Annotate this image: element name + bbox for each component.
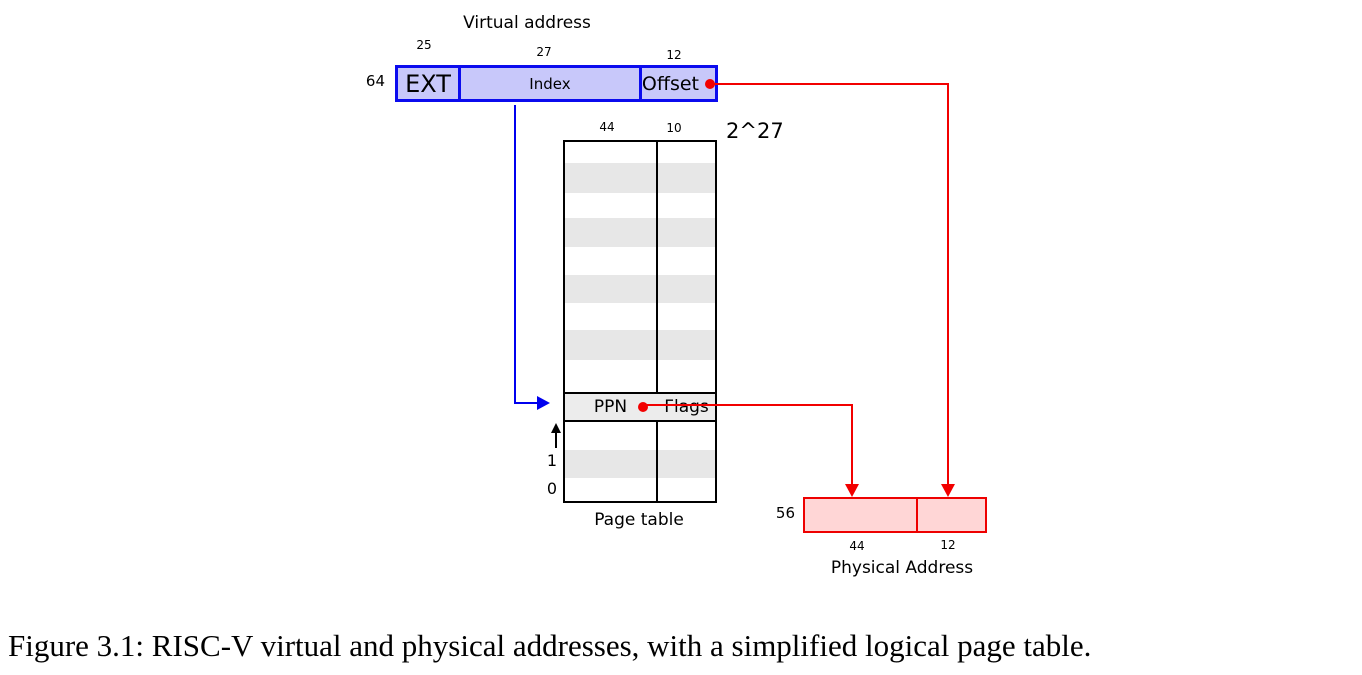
- pt-flags-bits-label: 10: [666, 121, 682, 135]
- ppn-label: PPN: [593, 397, 628, 417]
- page-table-row: [565, 450, 715, 478]
- index-to-entry-arrowhead: [537, 396, 550, 410]
- page-table-row: [565, 163, 715, 193]
- ppn-dot: [638, 402, 648, 412]
- page-table-row: [565, 275, 715, 303]
- va-index-bits-label: 27: [536, 45, 552, 59]
- offset-to-pa-arrowhead: [941, 484, 955, 497]
- page-table-column-divider: [656, 142, 658, 501]
- va-offset-bits-label: 12: [666, 48, 682, 62]
- pa-total-bits-label: 56: [775, 504, 795, 522]
- page-table-row: [565, 247, 715, 275]
- page-table-row: [565, 330, 715, 360]
- pt-index-label-1: 1: [546, 451, 557, 470]
- ppn-to-pa-arrowhead: [845, 484, 859, 497]
- ppn-to-pa-line-h: [647, 404, 853, 406]
- physical-address-title: Physical Address: [830, 558, 974, 578]
- offset-to-pa-line-h: [714, 83, 949, 85]
- page-table-row: [565, 303, 715, 330]
- page-table-row: [565, 360, 715, 392]
- pt-entry-count-label: 2^27: [726, 119, 784, 143]
- page-table: PPN Flags: [563, 140, 717, 503]
- index-to-entry-line-h: [514, 402, 538, 404]
- page-table-row: [565, 422, 715, 450]
- pa-field-ppn: [805, 499, 918, 531]
- pa-ppn-bits-label: 44: [849, 539, 865, 553]
- physical-address-box: [803, 497, 987, 533]
- page-table-row: [565, 478, 715, 501]
- page-table-row: [565, 142, 715, 163]
- page-table-row: [565, 218, 715, 247]
- pa-offset-bits-label: 12: [940, 538, 956, 552]
- va-field-index: Index: [457, 68, 642, 99]
- entry-index-direction-arrow-line: [555, 432, 557, 448]
- pt-index-label-0: 0: [546, 479, 557, 498]
- flags-label: Flags: [664, 397, 709, 417]
- virtual-address-box: EXT Index Offset: [395, 65, 718, 102]
- page-table-row: [565, 193, 715, 218]
- va-total-bits-label: 64: [365, 72, 385, 90]
- offset-to-pa-line-v: [947, 83, 949, 484]
- page-table-entry-row: PPN Flags: [565, 392, 715, 422]
- virtual-address-title: Virtual address: [463, 13, 591, 33]
- index-to-entry-line-v: [514, 105, 516, 403]
- figure-caption: Figure 3.1: RISC-V virtual and physical …: [8, 628, 1092, 663]
- ppn-to-pa-line-v: [851, 404, 853, 484]
- va-field-offset: Offset: [641, 72, 699, 95]
- pa-field-offset: [918, 499, 985, 531]
- va-ext-bits-label: 25: [416, 38, 432, 52]
- entry-index-direction-arrowhead: [551, 423, 561, 433]
- offset-dot: [705, 79, 715, 89]
- va-field-ext: EXT: [405, 69, 451, 98]
- page-table-label: Page table: [594, 510, 684, 530]
- pt-ppn-bits-label: 44: [599, 120, 615, 134]
